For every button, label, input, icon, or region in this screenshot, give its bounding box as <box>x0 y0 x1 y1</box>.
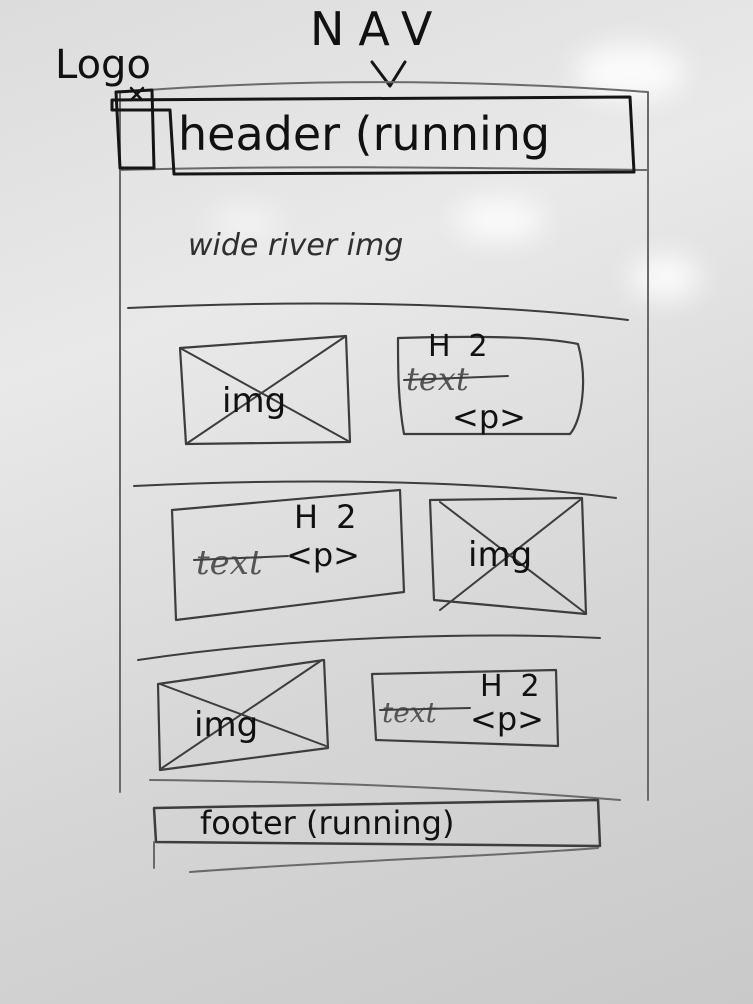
header-label: header (running <box>178 107 550 161</box>
logo-label: Logo <box>55 42 151 88</box>
row-3-p-tag: <p> <box>470 700 544 738</box>
row-3-img-box <box>156 658 330 772</box>
row-2-text-word: text <box>196 543 263 583</box>
row-2-p-tag: <p> <box>286 536 360 574</box>
nav-arrow <box>370 60 407 88</box>
row-divider-3 <box>149 779 621 801</box>
content-row-2: H2 text <p> img <box>170 488 588 622</box>
row-1-img-label: img <box>222 381 286 421</box>
row-divider-2 <box>137 634 601 661</box>
row-2-h2: H2 <box>294 498 374 536</box>
row-1-h2: H2 <box>428 329 506 364</box>
logo-box <box>114 88 156 170</box>
row-3-img-label: img <box>194 705 258 745</box>
row-2-img-box <box>428 496 588 616</box>
footer-label: footer (running) <box>200 804 454 842</box>
nav-label: NAV <box>310 2 446 56</box>
row-2-img-label: img <box>468 535 532 575</box>
row-1-text-box <box>396 335 585 436</box>
content-row-3: img H2 text <p> <box>156 658 560 772</box>
page-frame <box>119 81 649 801</box>
hero-divider <box>127 302 629 321</box>
row-3-h2: H2 <box>480 669 558 704</box>
row-3-text-word: text <box>382 696 438 729</box>
row-1-p-tag: <p> <box>452 398 526 436</box>
footer-box <box>152 798 602 848</box>
row-3-text-box <box>370 668 560 748</box>
content-row-1: img H2 text <p> <box>178 329 585 446</box>
row-2-text-box <box>170 488 406 622</box>
hero-label: wide river img <box>188 228 403 263</box>
row-divider-1 <box>133 480 617 499</box>
header-box <box>110 95 636 176</box>
